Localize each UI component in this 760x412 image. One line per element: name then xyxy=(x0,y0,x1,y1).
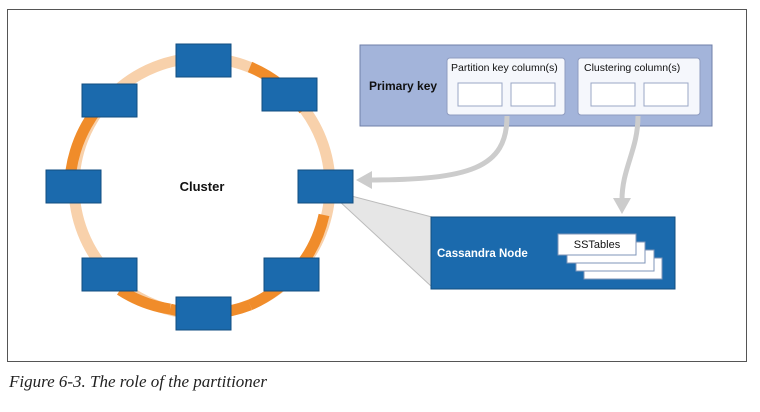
partition-key-arrowhead xyxy=(356,171,372,189)
ring-node-top xyxy=(175,43,232,78)
clustering-column-1 xyxy=(590,82,636,107)
ring-node-top-left xyxy=(81,83,138,118)
ring-segment-bottom-left xyxy=(117,285,171,315)
clustering-label: Clustering column(s) xyxy=(584,62,680,74)
cassandra-node-label: Cassandra Node xyxy=(437,248,528,260)
clustering-column-2 xyxy=(643,82,689,107)
partition-key-label: Partition key column(s) xyxy=(451,62,558,74)
clustering-arrow xyxy=(619,115,641,201)
clustering-arrowhead xyxy=(613,198,631,214)
ring-node-bottom-left xyxy=(81,257,138,292)
ring-nodes xyxy=(45,43,354,331)
cluster-label: Cluster xyxy=(180,179,225,194)
partition-key-column-1 xyxy=(457,82,503,107)
figure-caption: Figure 6-3. The role of the partitioner xyxy=(9,372,267,391)
partition-key-column-2 xyxy=(510,82,556,107)
ring-node-top-right xyxy=(261,77,318,112)
ring-node-bottom-right xyxy=(263,257,320,292)
partition-key-arrow xyxy=(367,115,510,183)
ring-node-left xyxy=(45,169,102,204)
primary-key-label: Primary key xyxy=(369,79,437,93)
ring-node-bottom xyxy=(175,296,232,331)
sstable-1 xyxy=(557,233,637,256)
ring-node-right xyxy=(297,169,354,204)
sstables-label: SSTables xyxy=(574,239,621,251)
node-zoom-cone xyxy=(337,192,433,289)
primary-key-panel: Primary key Partition key column(s) Clus… xyxy=(359,44,713,127)
cassandra-node-panel: Cassandra Node SSTables xyxy=(430,216,676,290)
partitioner-diagram: Cluster Primary key Partition key column… xyxy=(45,43,713,331)
